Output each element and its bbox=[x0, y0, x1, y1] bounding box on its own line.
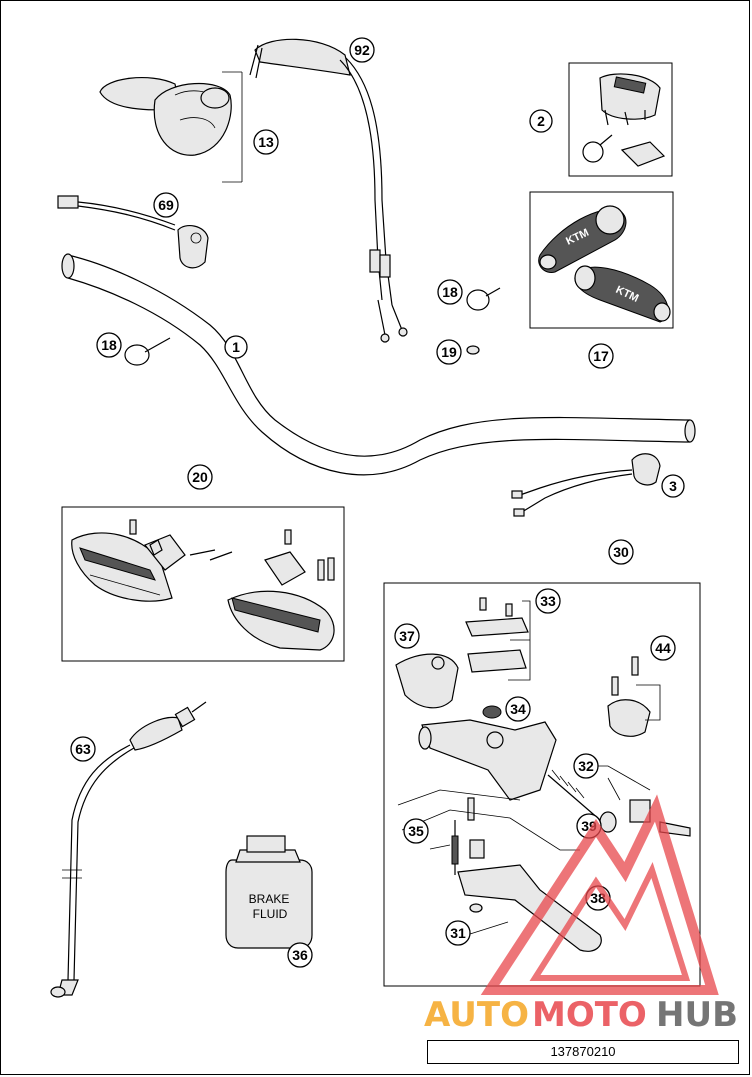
handlebar bbox=[61, 253, 696, 476]
callout-63: 63 bbox=[70, 736, 96, 762]
watermark-mark-inner bbox=[529, 861, 691, 981]
callout-1: 1 bbox=[224, 335, 248, 359]
svg-text:36: 36 bbox=[292, 947, 308, 963]
svg-text:31: 31 bbox=[450, 925, 466, 941]
svg-text:92: 92 bbox=[354, 42, 370, 58]
watermark-text-auto: AUTO bbox=[424, 995, 529, 1035]
callout-17: 17 bbox=[588, 343, 614, 369]
handguards bbox=[71, 519, 335, 651]
callout-3: 3 bbox=[661, 474, 685, 498]
callout-69: 69 bbox=[153, 192, 179, 218]
svg-text:1: 1 bbox=[232, 339, 240, 355]
svg-text:37: 37 bbox=[399, 628, 415, 644]
svg-text:30: 30 bbox=[613, 544, 629, 560]
watermark-text-moto: MOTO bbox=[532, 995, 647, 1035]
svg-text:33: 33 bbox=[540, 593, 556, 609]
svg-text:2: 2 bbox=[537, 113, 545, 129]
callout-2: 2 bbox=[529, 109, 553, 133]
callout-20: 20 bbox=[187, 464, 213, 490]
nut-19 bbox=[466, 345, 480, 355]
cable-tie-left bbox=[124, 337, 171, 366]
watermark-text: AUTO MOTO HUB bbox=[424, 995, 738, 1035]
callout-32: 32 bbox=[573, 753, 599, 779]
switch-housing-box bbox=[568, 62, 673, 177]
part-number-label: 137870210 bbox=[427, 1040, 739, 1064]
svg-text:34: 34 bbox=[510, 701, 526, 717]
callout-18-right: 18 bbox=[437, 279, 463, 305]
callout-92: 92 bbox=[349, 37, 375, 63]
throttle-grip bbox=[99, 71, 243, 183]
cable-tie-right bbox=[466, 287, 501, 311]
left-switch-3 bbox=[511, 453, 661, 517]
svg-text:32: 32 bbox=[578, 758, 594, 774]
callout-36: 36 bbox=[287, 942, 313, 968]
callouts: 1 2 3 13 17 18 18 19 20 30 31 32 33 34 3… bbox=[70, 37, 685, 968]
callout-44: 44 bbox=[650, 635, 676, 661]
callout-30: 30 bbox=[608, 539, 634, 565]
svg-text:44: 44 bbox=[655, 640, 671, 656]
svg-text:3: 3 bbox=[669, 478, 677, 494]
callout-34: 34 bbox=[505, 696, 531, 722]
switch-69 bbox=[57, 195, 209, 269]
callout-31: 31 bbox=[445, 920, 471, 946]
bottle-label-line2: FLUID bbox=[253, 907, 288, 921]
svg-text:18: 18 bbox=[442, 284, 458, 300]
svg-text:69: 69 bbox=[158, 197, 174, 213]
svg-text:20: 20 bbox=[192, 469, 208, 485]
svg-text:63: 63 bbox=[75, 741, 91, 757]
callout-33: 33 bbox=[535, 588, 561, 614]
handlebar-grips: KTM KTM bbox=[538, 205, 671, 323]
callout-18-left: 18 bbox=[96, 332, 122, 358]
master-cylinder bbox=[395, 597, 691, 952]
callout-13: 13 bbox=[253, 129, 279, 155]
brake-fluid-bottle: BRAKE FLUID bbox=[225, 835, 313, 949]
svg-text:18: 18 bbox=[101, 337, 117, 353]
watermark-logo bbox=[480, 794, 719, 995]
throttle-cables bbox=[249, 38, 408, 343]
svg-text:35: 35 bbox=[408, 823, 424, 839]
bottle-label-line1: BRAKE bbox=[249, 892, 290, 906]
callout-37: 37 bbox=[394, 623, 420, 649]
svg-text:19: 19 bbox=[441, 344, 457, 360]
watermark-text-hub: HUB bbox=[656, 995, 738, 1035]
watermark-mark-outer bbox=[480, 794, 719, 995]
grips-box bbox=[529, 191, 674, 329]
callout-19: 19 bbox=[436, 339, 462, 365]
svg-text:13: 13 bbox=[258, 134, 274, 150]
svg-text:17: 17 bbox=[593, 348, 609, 364]
kill-switch-cable bbox=[50, 701, 207, 998]
handguards-box bbox=[61, 506, 345, 662]
callout-35: 35 bbox=[403, 818, 429, 844]
switch-housing bbox=[582, 73, 666, 167]
